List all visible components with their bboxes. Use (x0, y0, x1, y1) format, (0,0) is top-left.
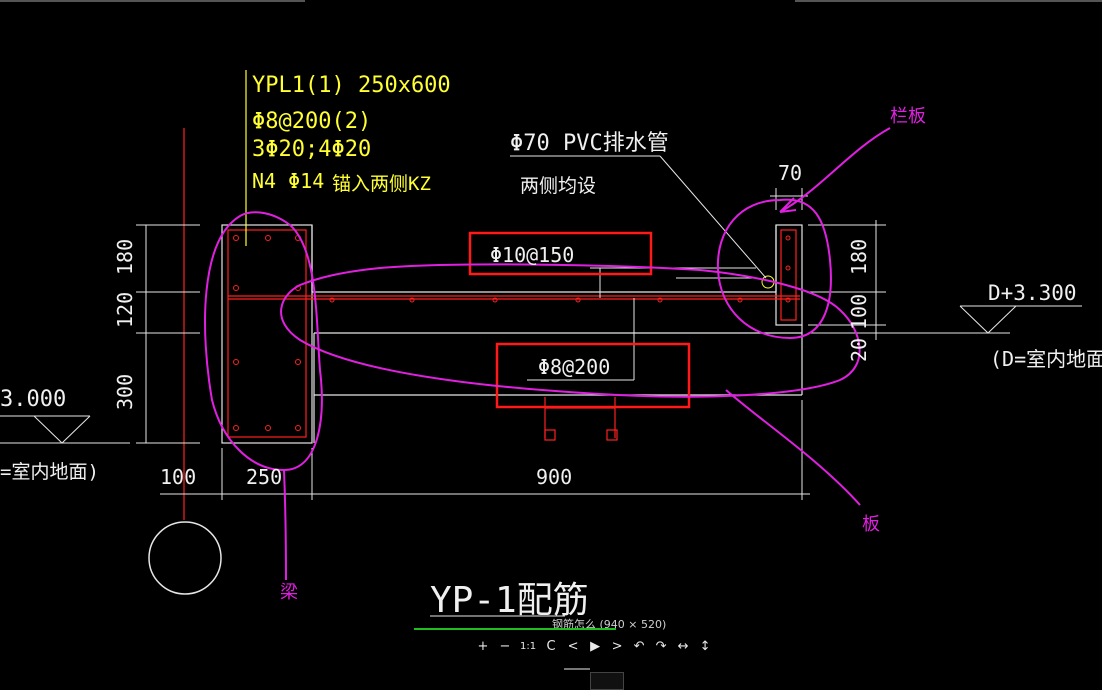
caption-progress-bar (414, 628, 616, 630)
pipe-note-2: 两侧均设 (520, 175, 596, 197)
actual-size-button[interactable]: 1:1 (520, 641, 537, 652)
next-button[interactable]: > (611, 639, 623, 654)
axis-bubble (148, 521, 222, 595)
section-outline (221, 224, 803, 444)
image-caption: 钢筋怎么 (940 × 520) (552, 618, 667, 631)
level-right: D+3.300 (988, 281, 1077, 305)
reset-button[interactable]: C (546, 639, 556, 654)
thumbnail-indicator (564, 668, 590, 670)
dim-100-bottom: 100 (160, 465, 196, 489)
viewer-toolbar: + − 1:1 C < ▶ > ↶ ↷ ↔ ↕ (476, 636, 720, 658)
dim-300: 300 (113, 374, 137, 410)
annotation-strokes (204, 127, 891, 581)
railing-label: 栏板 (890, 106, 926, 127)
dim-180-right: 180 (847, 239, 871, 275)
play-button[interactable]: ▶ (590, 639, 601, 654)
white-labels: Φ70 PVC排水管 两侧均设 Φ10@150 Φ8@200 70 180 12… (0, 131, 1102, 621)
dim-20: 20 (847, 338, 871, 362)
dim-180-left: 180 (113, 239, 137, 275)
dim-120: 120 (113, 292, 137, 328)
beam-label: YPL1(1) 250x600 (252, 73, 451, 98)
beam-annotation-label: 梁 (280, 582, 298, 603)
top-rebar-label: Φ10@150 (490, 243, 574, 267)
highlight-box-bottom-rebar (495, 342, 691, 409)
slab-label: 板 (862, 514, 880, 535)
top-scroll-indicator (0, 0, 305, 2)
flip-vertical-button[interactable]: ↕ (699, 639, 711, 654)
flip-horizontal-button[interactable]: ↔ (677, 639, 689, 654)
side-bars-spec: N4 Φ14 (252, 169, 324, 193)
dim-900: 900 (536, 465, 572, 489)
dim-250: 250 (246, 465, 282, 489)
level-left: 3.000 (0, 387, 66, 412)
rebar-dots (233, 235, 791, 431)
anchor-note: 锚入两侧KZ (332, 173, 431, 195)
dimension-lines (0, 155, 1082, 617)
stirrup-spec: Φ8@200(2) (252, 109, 371, 134)
prev-button[interactable]: < (567, 639, 579, 654)
thumbnail-preview[interactable] (590, 672, 624, 690)
level-left-note: =室内地面) (0, 461, 99, 483)
annotation-labels: 栏板 板 梁 (280, 106, 926, 603)
pipe-note: Φ70 PVC排水管 (510, 131, 669, 156)
highlight-box-top-rebar (468, 231, 653, 276)
main-bars-spec: 3Φ20;4Φ20 (252, 137, 371, 162)
rotate-right-button[interactable]: ↷ (655, 639, 667, 654)
drawing-title: YP-1配筋 (430, 580, 589, 621)
zoom-out-button[interactable]: − (499, 639, 511, 654)
bottom-rebar-label: Φ8@200 (538, 355, 610, 379)
level-right-note: (D=室内地面 (990, 347, 1102, 371)
zoom-in-button[interactable]: + (477, 639, 489, 654)
dim-100-right: 100 (847, 294, 871, 330)
yellow-labels: YPL1(1) 250x600 Φ8@200(2) 3Φ20;4Φ20 N4 Φ… (252, 73, 451, 195)
top-scroll-indicator-right (795, 0, 1102, 2)
rotate-left-button[interactable]: ↶ (633, 639, 645, 654)
dim-70: 70 (778, 161, 802, 185)
